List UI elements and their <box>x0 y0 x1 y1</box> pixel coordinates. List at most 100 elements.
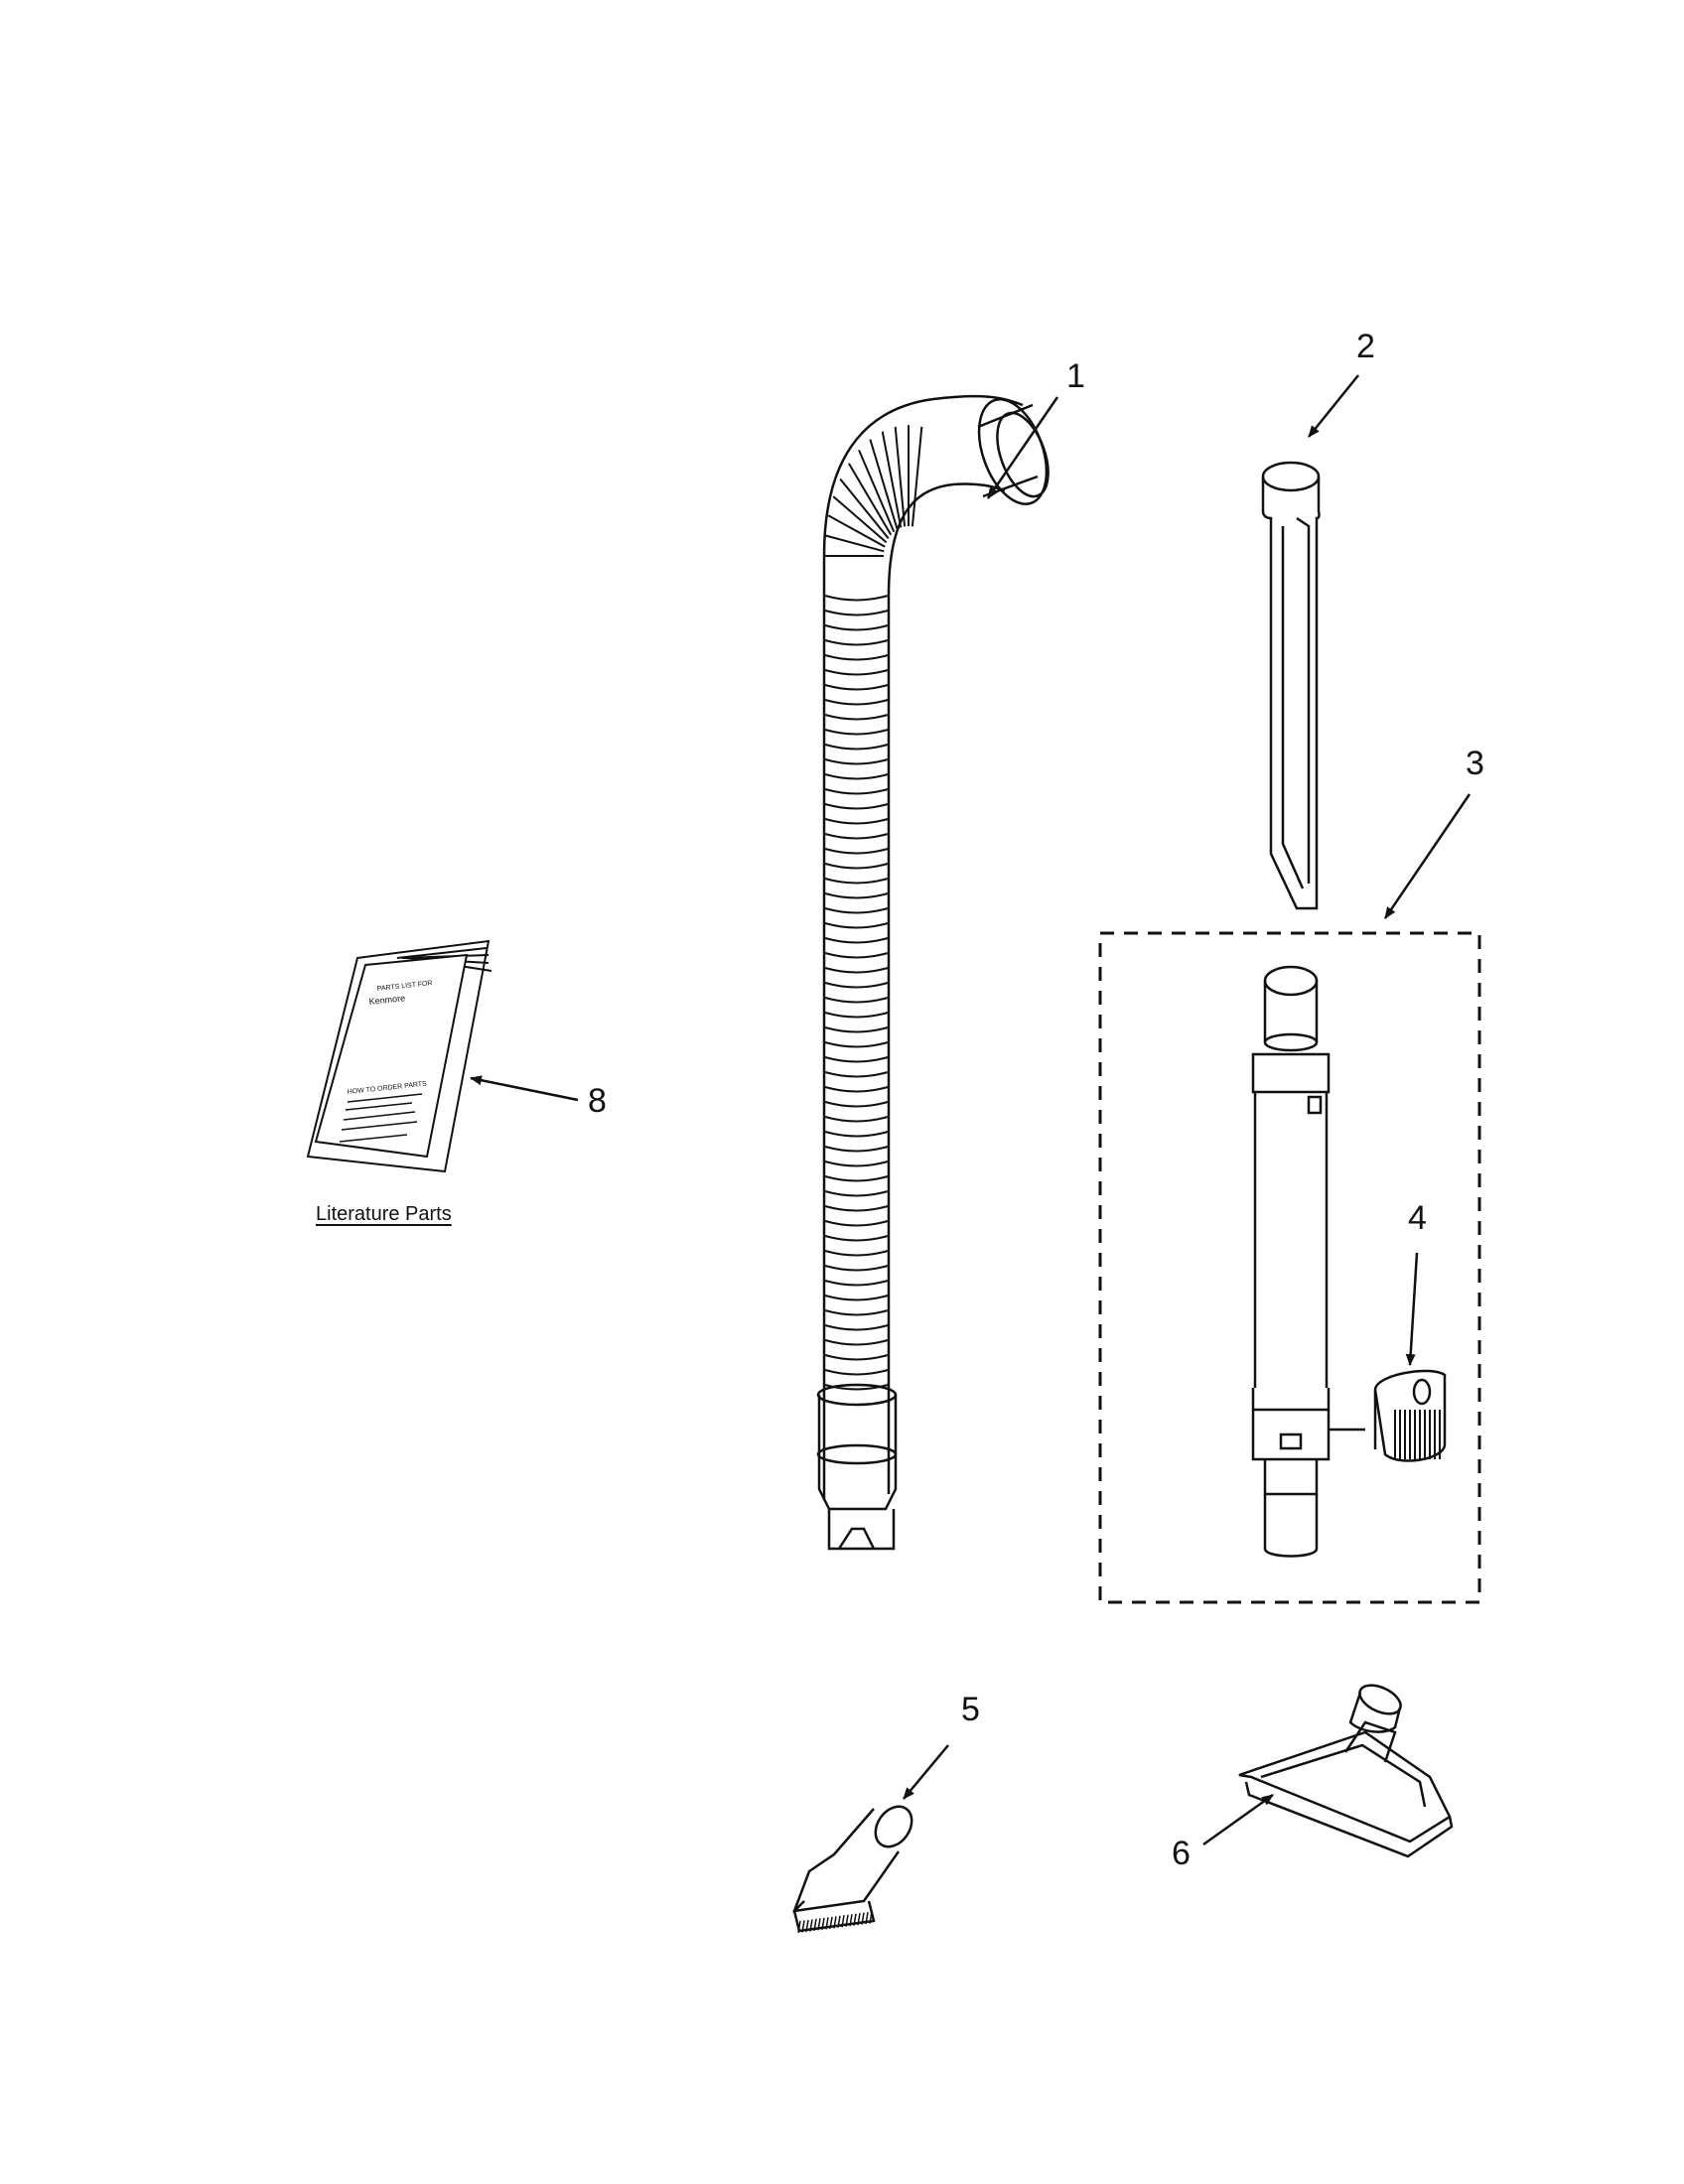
hose-bend-rib <box>894 426 907 527</box>
hose-rib <box>824 654 889 661</box>
brush-bristle <box>845 1914 849 1927</box>
leader-arrow-6 <box>1202 1793 1274 1846</box>
hose-rib <box>824 1101 889 1108</box>
hose-rib <box>824 1041 889 1048</box>
callout-8: 8 <box>588 1082 607 1120</box>
hose-rib <box>824 1190 889 1197</box>
hose-rib <box>824 1354 889 1361</box>
booklet-heading-2: Kenmore <box>368 993 405 1007</box>
hose-bend-rib <box>881 431 903 528</box>
hose-rib <box>824 1026 889 1033</box>
hose-bend-rib <box>858 450 896 533</box>
hose-rib <box>824 1056 889 1063</box>
hose-bend-rib <box>911 426 923 527</box>
hose-rib <box>824 892 889 899</box>
hose-rib <box>824 1280 889 1287</box>
brush-bristle <box>821 1917 825 1931</box>
literature-parts-label: Literature Parts <box>316 1203 452 1225</box>
hose-rib <box>824 1250 889 1257</box>
hose-rib <box>824 1071 889 1078</box>
hose-rib <box>824 1012 889 1019</box>
leader-arrow-4 <box>1405 1252 1419 1366</box>
hose-rib <box>824 758 889 765</box>
hose-rib <box>824 669 889 676</box>
upholstery-tool-icon[interactable] <box>1238 1680 1454 1858</box>
callout-5: 5 <box>961 1691 980 1728</box>
hose-rib <box>824 952 889 959</box>
hose-rib <box>824 1309 889 1316</box>
hose-rib <box>824 863 889 870</box>
leader-arrow-2 <box>1308 374 1359 438</box>
brush-bristle <box>849 1914 853 1927</box>
hose-rib <box>824 773 889 780</box>
hose-bend-rib <box>869 439 899 530</box>
hose-rib <box>824 788 889 795</box>
wand-clip-icon[interactable] <box>1373 1369 1447 1462</box>
hose-bend-rib <box>827 514 886 548</box>
brush-bristle <box>817 1918 821 1931</box>
hose-rib <box>824 1160 889 1167</box>
hose-rib <box>824 1205 889 1212</box>
brush-bristle <box>837 1915 841 1928</box>
hose-rib <box>824 1339 889 1346</box>
hose-rib <box>824 684 889 691</box>
brush-bristle <box>853 1913 857 1926</box>
callout-2: 2 <box>1356 328 1375 365</box>
leader-arrow-8 <box>470 1075 579 1102</box>
hose-rib <box>824 729 889 736</box>
hose-rib <box>824 1265 889 1272</box>
hose-rib <box>824 595 889 602</box>
hose-rib <box>824 907 889 914</box>
hose-bend-rib <box>848 463 893 536</box>
leader-arrow-5 <box>903 1744 949 1800</box>
hose-rib <box>824 639 889 646</box>
brush-bristle <box>857 1913 861 1926</box>
hose-rib <box>824 1220 889 1227</box>
hose-bend-rib <box>839 478 890 539</box>
dusting-brush-icon[interactable] <box>792 1800 919 1934</box>
hose-rib <box>824 1295 889 1301</box>
parts-booklet-icon[interactable]: PARTS LIST FOR Kenmore HOW TO ORDER PART… <box>306 939 492 1173</box>
callout-6: 6 <box>1172 1835 1191 1872</box>
hose-rib <box>824 818 889 825</box>
hose-rib <box>824 982 889 989</box>
hose-rib <box>824 1235 889 1242</box>
leader-arrow-1 <box>986 396 1059 499</box>
hose-rib <box>824 922 889 929</box>
hose-icon[interactable] <box>816 390 1059 1551</box>
hose-rib <box>824 937 889 944</box>
hose-rib <box>824 967 889 974</box>
crevice-tool-icon[interactable] <box>1261 461 1321 910</box>
hose-rib <box>824 878 889 885</box>
brush-bristle <box>829 1916 833 1929</box>
hose-rib <box>824 1175 889 1182</box>
hose-bend-rib <box>824 534 885 553</box>
hose-rib <box>824 699 889 706</box>
hose-rib <box>824 714 889 721</box>
hose-rib <box>824 624 889 631</box>
hose-rib <box>824 1116 889 1123</box>
hose-bend-rib <box>832 495 888 544</box>
brush-bristle <box>805 1919 809 1933</box>
hose-rib <box>824 1131 889 1138</box>
brush-bristle <box>801 1920 805 1933</box>
hose-rib <box>824 1086 889 1093</box>
hose-rib <box>824 833 889 840</box>
leader-arrow-3 <box>1383 793 1472 919</box>
brush-bristle <box>869 1911 873 1924</box>
extension-wand-icon[interactable] <box>1251 965 1365 1558</box>
brush-bristle <box>825 1917 829 1930</box>
callout-1: 1 <box>1066 357 1085 395</box>
callout-3: 3 <box>1466 745 1484 782</box>
brush-bristle <box>861 1912 865 1925</box>
brush-bristle <box>797 1920 801 1934</box>
hose-rib <box>824 1324 889 1331</box>
brush-bristle <box>813 1918 817 1932</box>
hose-rib <box>824 803 889 810</box>
hose-rib <box>824 610 889 616</box>
hose-rib <box>824 1369 889 1376</box>
callout-4: 4 <box>1408 1199 1427 1237</box>
leader-arrows <box>470 374 1472 1846</box>
brush-bristle <box>809 1919 813 1932</box>
